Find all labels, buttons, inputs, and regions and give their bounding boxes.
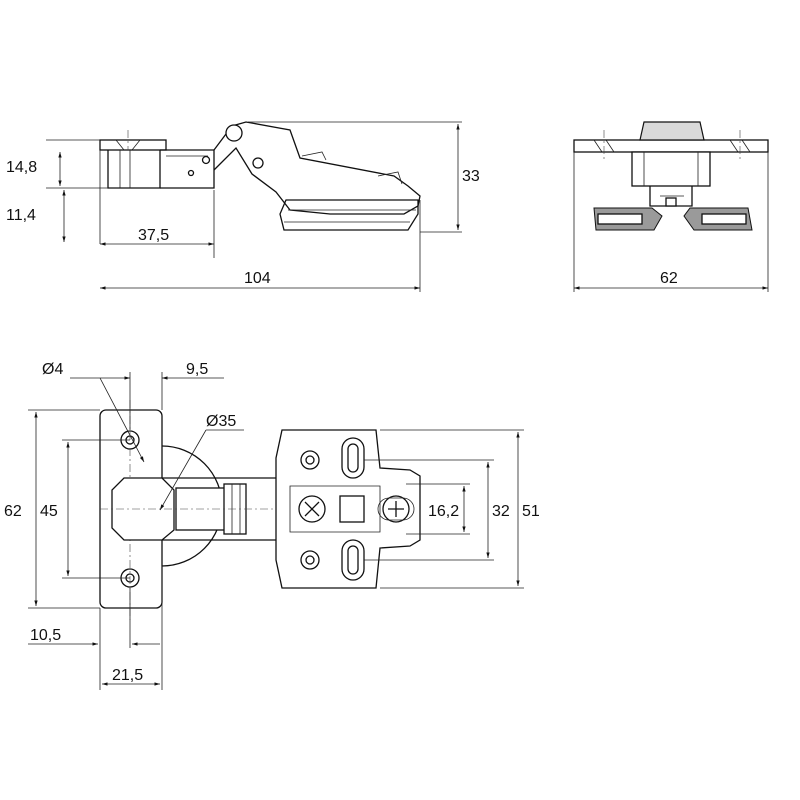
- dim-cup-offset: 21,5: [112, 667, 143, 684]
- dim-total-length: 104: [244, 270, 271, 287]
- dim-height: 33: [462, 168, 480, 185]
- dim-mount-hole-spacing: 32: [492, 503, 510, 520]
- dim-plate-height: 62: [4, 503, 22, 520]
- dim-end-width: 62: [660, 270, 678, 287]
- dim-slot-spacing: 16,2: [428, 503, 459, 520]
- side-view: 14,8 11,4 37,5 104 33: [6, 121, 480, 292]
- dim-cup-diameter: Ø35: [206, 413, 236, 430]
- dim-mount-plate-height: 51: [522, 503, 540, 520]
- dim-arm-length: 37,5: [138, 227, 169, 244]
- dim-hole-spacing: 45: [40, 503, 58, 520]
- dim-offset: 11,4: [6, 207, 36, 224]
- top-view: Ø4 9,5 Ø35 62 45 10,5 21,5 16,2: [4, 361, 540, 690]
- dim-edge-distance: 10,5: [30, 627, 61, 644]
- dim-hole-offset: 9,5: [186, 361, 208, 378]
- end-view: 62: [573, 121, 769, 292]
- dim-hole-diameter: Ø4: [42, 361, 63, 378]
- dim-cup-depth: 14,8: [6, 159, 37, 176]
